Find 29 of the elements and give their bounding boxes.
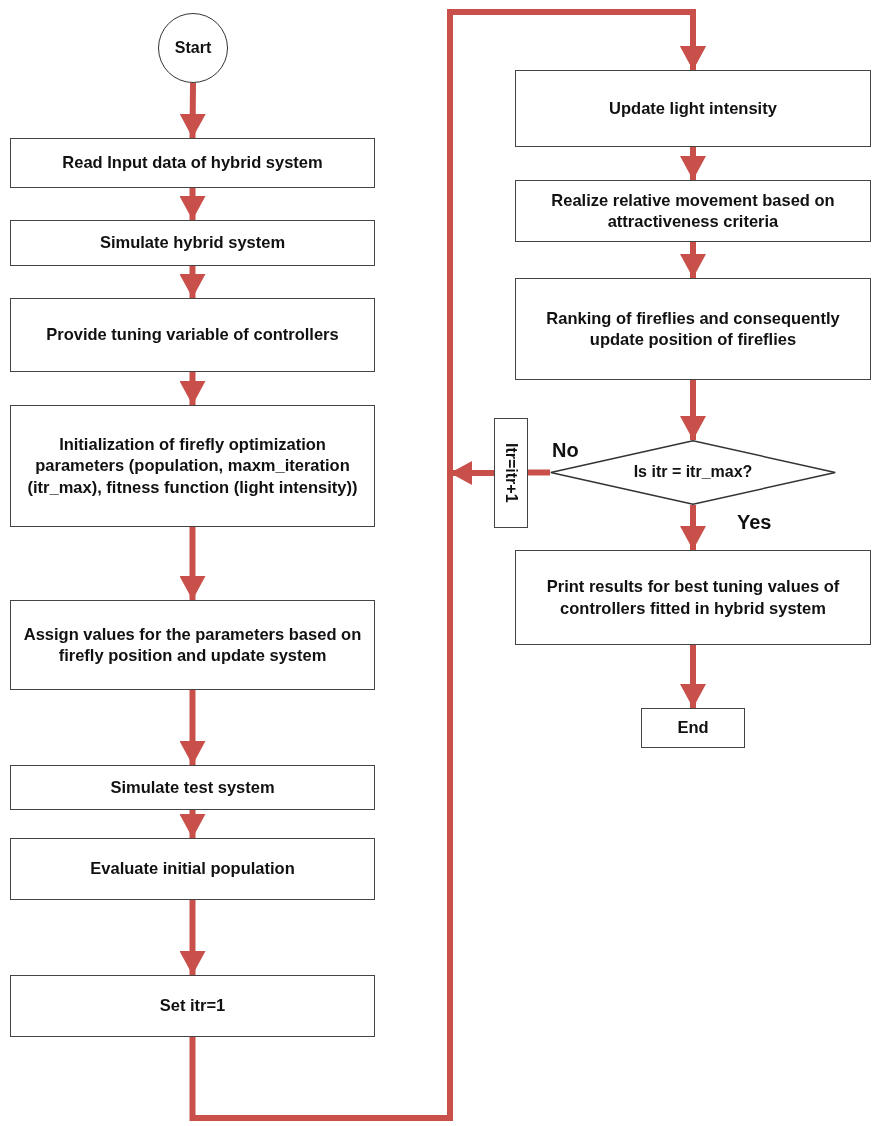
arrow <box>179 900 206 975</box>
arrow <box>179 188 206 220</box>
arrow <box>680 505 706 550</box>
process-box: Set itr=1 <box>10 975 375 1037</box>
process-box: Assign values for the parameters based on firefly position and update system <box>10 600 375 690</box>
process-box: Read Input data of hybrid system <box>10 138 375 188</box>
process-box: Evaluate initial population <box>10 838 375 900</box>
process-box: Itr=itr+1 <box>494 418 528 528</box>
process-box: Provide tuning variable of controllers <box>10 298 375 372</box>
arrow <box>680 380 706 440</box>
arrow <box>179 82 206 139</box>
arrow <box>179 266 206 298</box>
process-box: Ranking of fireflies and consequently update position of fireflies <box>515 278 871 380</box>
process-box: Update light intensity <box>515 70 871 147</box>
arrow <box>179 810 206 838</box>
arrow <box>680 147 706 180</box>
process-box: Realize relative movement based on attractiveness criteria <box>515 180 871 242</box>
edge-label: Yes <box>735 512 774 532</box>
arrow <box>447 9 706 485</box>
process-box: End <box>641 708 745 748</box>
arrow <box>680 645 706 708</box>
arrow <box>179 527 206 600</box>
arrow <box>179 372 206 405</box>
process-box: Simulate hybrid system <box>10 220 375 266</box>
process-box: Print results for best tuning values of controllers fitted in hybrid system <box>515 550 871 645</box>
process-box: Initialization of firefly optimization parameters (population, maxm_iteration (itr_max), fitness function (light intensity)) <box>10 405 375 527</box>
arrow <box>680 242 706 278</box>
process-box: Simulate test system <box>10 765 375 810</box>
arrow <box>179 690 206 765</box>
